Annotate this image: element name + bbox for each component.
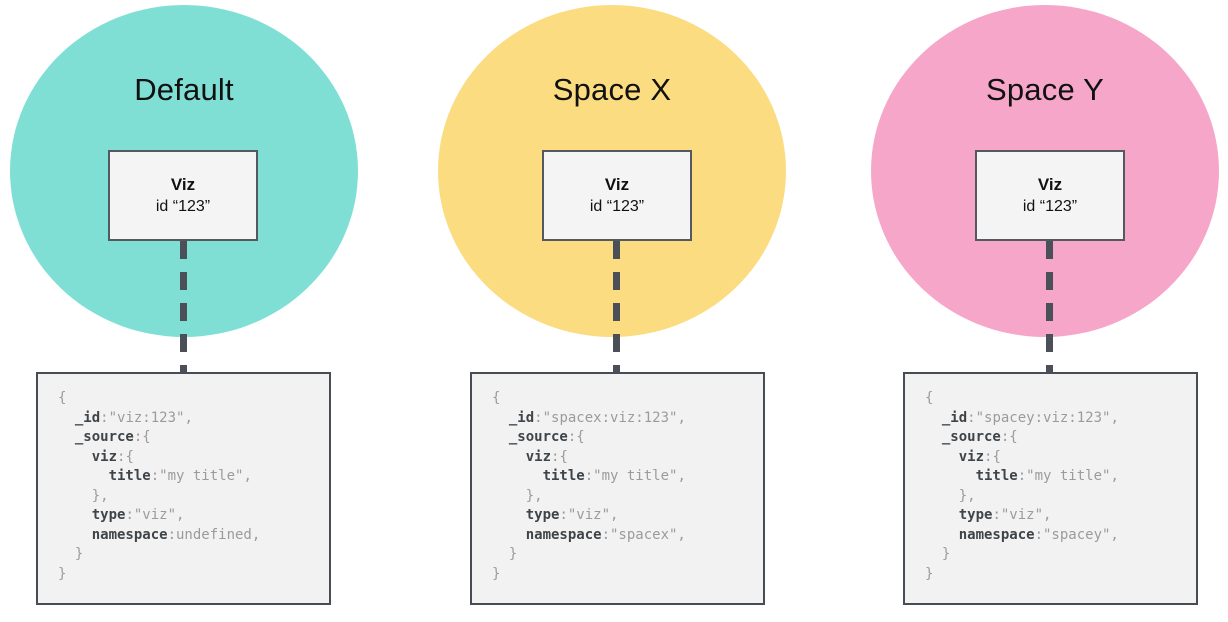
viz-node-id: id “123” <box>155 198 211 215</box>
connector-dashed-line <box>613 241 620 372</box>
space-title: Space X <box>552 72 672 107</box>
viz-node: Viz id “123” <box>108 150 258 241</box>
code-content: { _id:"viz:123", _source:{ viz:{ title:"… <box>58 390 261 582</box>
saved-object-code-block: { _id:"spacex:viz:123", _source:{ viz:{ … <box>470 372 765 605</box>
saved-object-code-block: { _id:"spacey:viz:123", _source:{ viz:{ … <box>903 372 1198 605</box>
viz-node-title: Viz <box>170 175 196 194</box>
viz-node-title: Viz <box>604 175 630 194</box>
viz-node-id: id “123” <box>1022 198 1078 215</box>
viz-node: Viz id “123” <box>975 150 1125 241</box>
saved-object-code-block: { _id:"viz:123", _source:{ viz:{ title:"… <box>36 372 331 605</box>
connector-dashed-line <box>180 241 187 372</box>
connector-dashed-line <box>1046 241 1053 372</box>
space-title: Space Y <box>985 72 1105 107</box>
viz-node: Viz id “123” <box>542 150 692 241</box>
code-content: { _id:"spacex:viz:123", _source:{ viz:{ … <box>492 390 686 582</box>
code-content: { _id:"spacey:viz:123", _source:{ viz:{ … <box>925 390 1119 582</box>
viz-node-id: id “123” <box>589 198 645 215</box>
space-title: Default <box>134 72 234 107</box>
viz-node-title: Viz <box>1037 175 1063 194</box>
